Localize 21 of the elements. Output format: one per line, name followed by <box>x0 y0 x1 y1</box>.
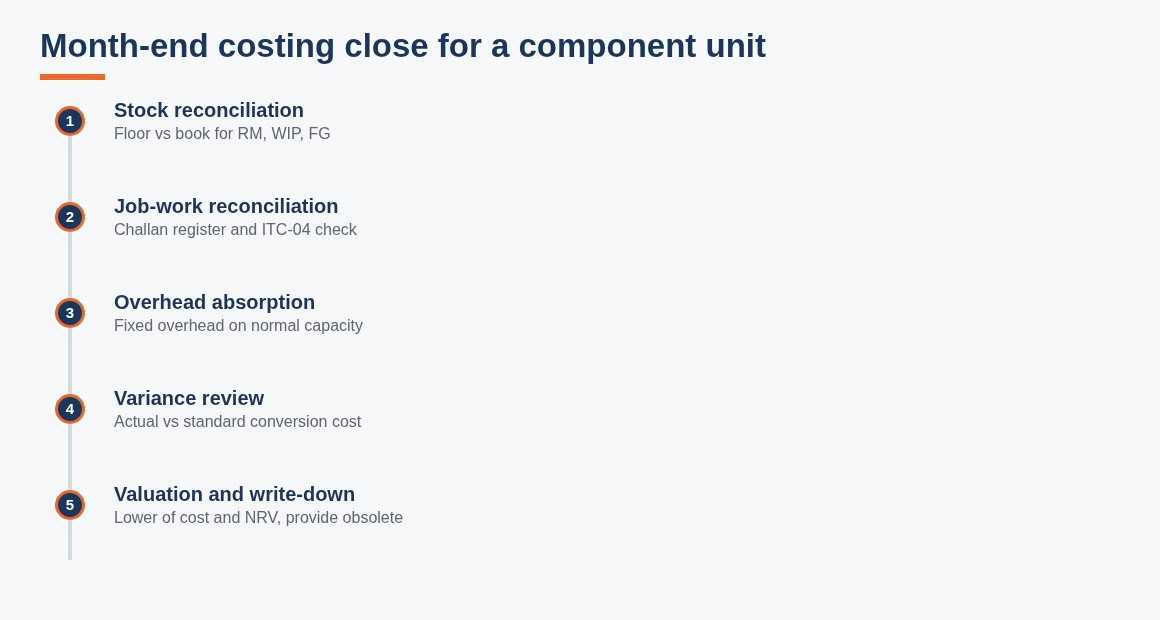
step-title: Valuation and write-down <box>114 482 356 506</box>
step-description: Lower of cost and NRV, provide obsolete <box>114 507 404 528</box>
step-description: Fixed overhead on normal capacity <box>114 315 364 336</box>
step-number-circle: 5 <box>55 490 85 520</box>
step-title: Job-work reconciliation <box>114 194 339 218</box>
step-number-circle: 3 <box>55 298 85 328</box>
step-title: Overhead absorption <box>114 290 316 314</box>
step-number-circle: 2 <box>55 202 85 232</box>
step-description: Challan register and ITC-04 check <box>114 219 357 240</box>
timeline-connector <box>68 520 72 560</box>
step-title: Stock reconciliation <box>114 98 305 122</box>
timeline-connector <box>68 136 72 202</box>
timeline-connector <box>68 424 72 490</box>
timeline-connector <box>68 328 72 394</box>
diagram-title: Month-end costing close for a component unit <box>40 26 766 66</box>
step-number-circle: 4 <box>55 394 85 424</box>
timeline-connector <box>68 232 72 298</box>
step-description: Floor vs book for RM, WIP, FG <box>114 123 331 144</box>
step-number-circle: 1 <box>55 106 85 136</box>
step-description: Actual vs standard conversion cost <box>114 411 362 432</box>
step-title: Variance review <box>114 386 265 410</box>
